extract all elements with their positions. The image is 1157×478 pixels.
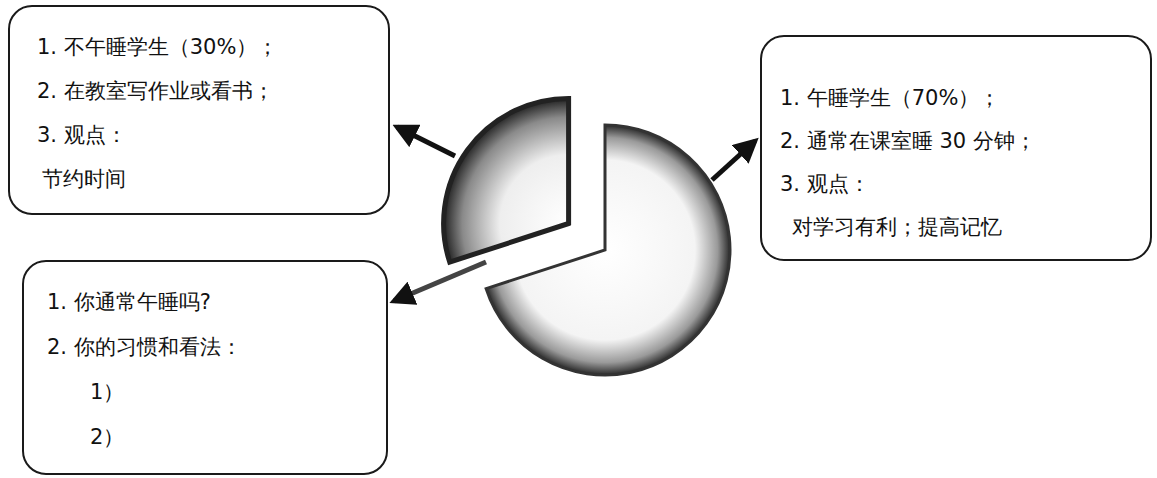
box-text-line: 1. 午睡学生（70%）； xyxy=(780,77,1150,120)
text-line: 1） xyxy=(90,370,124,415)
box-text-line: 对学习有利；提高记忆 xyxy=(780,206,1150,249)
box-text-line: 2. 你的习惯和看法： xyxy=(47,325,386,370)
pie-slice-small xyxy=(444,99,569,263)
box-text-line: 2） xyxy=(47,415,386,460)
box-text-line: 3. 观点： xyxy=(780,163,1150,206)
text-line: 节约时间 xyxy=(42,157,126,201)
text-line: 2. 你的习惯和看法： xyxy=(47,325,242,370)
text-line: 对学习有利；提高记忆 xyxy=(792,206,1002,249)
text-line: 1. 不午睡学生（30%）； xyxy=(37,25,278,69)
text-line: 2. 通常在课室睡 30 分钟； xyxy=(780,120,1036,163)
leader-arrow xyxy=(712,141,755,180)
leader-arrow xyxy=(397,127,455,156)
rounded-text-box: 1. 午睡学生（70%）；2. 通常在课室睡 30 分钟；3. 观点：对学习有利… xyxy=(760,35,1152,261)
text-line: 2） xyxy=(90,415,124,460)
text-line: 3. 观点： xyxy=(780,163,870,206)
text-line: 1. 午睡学生（70%）； xyxy=(780,77,1000,120)
box-text-line: 1. 你通常午睡吗? xyxy=(47,280,386,325)
text-line: 1. 你通常午睡吗? xyxy=(47,280,211,325)
box-text-line: 2. 通常在课室睡 30 分钟； xyxy=(780,120,1150,163)
rounded-text-box: 1. 不午睡学生（30%）；2. 在教室写作业或看书；3. 观点：节约时间 xyxy=(8,5,390,215)
box-text-line: 节约时间 xyxy=(37,157,388,201)
leader-arrow xyxy=(394,262,486,301)
box-text-line: 3. 观点： xyxy=(37,113,388,157)
box-text-line: 1. 不午睡学生（30%）； xyxy=(37,25,388,69)
rounded-text-box: 1. 你通常午睡吗?2. 你的习惯和看法：1）2） xyxy=(22,260,388,475)
text-line: 2. 在教室写作业或看书； xyxy=(37,69,274,113)
box-text-line: 2. 在教室写作业或看书； xyxy=(37,69,388,113)
text-line: 3. 观点： xyxy=(37,113,127,157)
box-text-line: 1） xyxy=(47,370,386,415)
